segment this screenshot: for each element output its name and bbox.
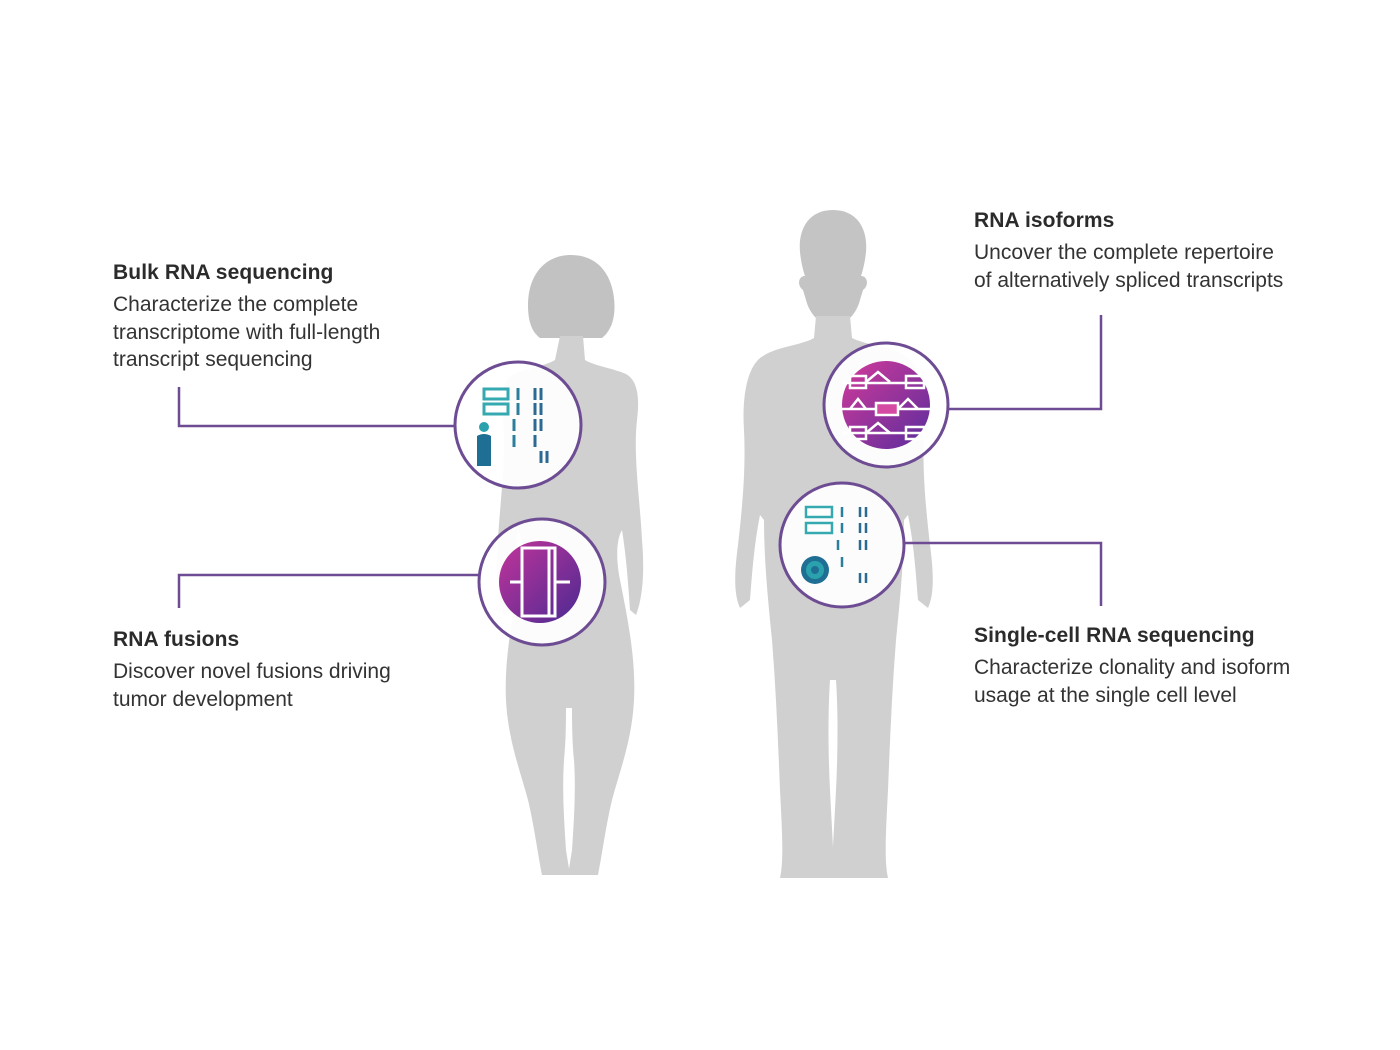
callout-line: Discover novel fusions driving	[113, 660, 391, 683]
callout-single-cell-rna: Single-cell RNA sequencing Characterize …	[974, 624, 1290, 709]
callout-line: usage at the single cell level	[974, 683, 1237, 707]
callout-line: of alternatively spliced transcripts	[974, 268, 1284, 292]
rna-isoforms-icon	[822, 341, 950, 469]
single-cell-rna-icon	[778, 481, 906, 609]
callout-line: Characterize clonality and isoform	[974, 656, 1291, 679]
callout-bulk-rna: Bulk RNA sequencing Characterize the com…	[113, 261, 380, 374]
callout-rna-fusions: RNA fusions Discover novel fusions drivi…	[113, 628, 391, 713]
callout-title: RNA isoforms	[974, 209, 1115, 232]
callout-line: tumor development	[113, 687, 293, 711]
connector-fusions	[177, 573, 480, 608]
callout-description: Discover novel fusions driving tumor dev…	[113, 658, 391, 713]
connector-bulk	[177, 387, 456, 428]
callout-line: transcript sequencing	[113, 348, 313, 371]
bulk-rna-icon	[453, 360, 583, 490]
connector-isoforms	[948, 315, 1103, 411]
connector-single-cell	[904, 541, 1103, 606]
callout-title: RNA fusions	[113, 628, 240, 651]
callout-description: Characterize clonality and isoform usage…	[974, 654, 1290, 709]
callout-title: Single-cell RNA sequencing	[974, 624, 1255, 647]
connector-lines	[177, 315, 1103, 608]
callout-line: transcriptome with full-length	[113, 320, 381, 344]
callout-description: Characterize the complete transcriptome …	[113, 291, 380, 374]
callout-line: Characterize the complete	[113, 293, 359, 316]
callout-title: Bulk RNA sequencing	[113, 261, 334, 284]
callout-description: Uncover the complete repertoire of alter…	[974, 239, 1283, 294]
callout-line: Uncover the complete repertoire	[974, 241, 1274, 264]
rna-fusions-icon	[477, 517, 607, 647]
callout-rna-isoforms: RNA isoforms Uncover the complete repert…	[974, 209, 1283, 294]
